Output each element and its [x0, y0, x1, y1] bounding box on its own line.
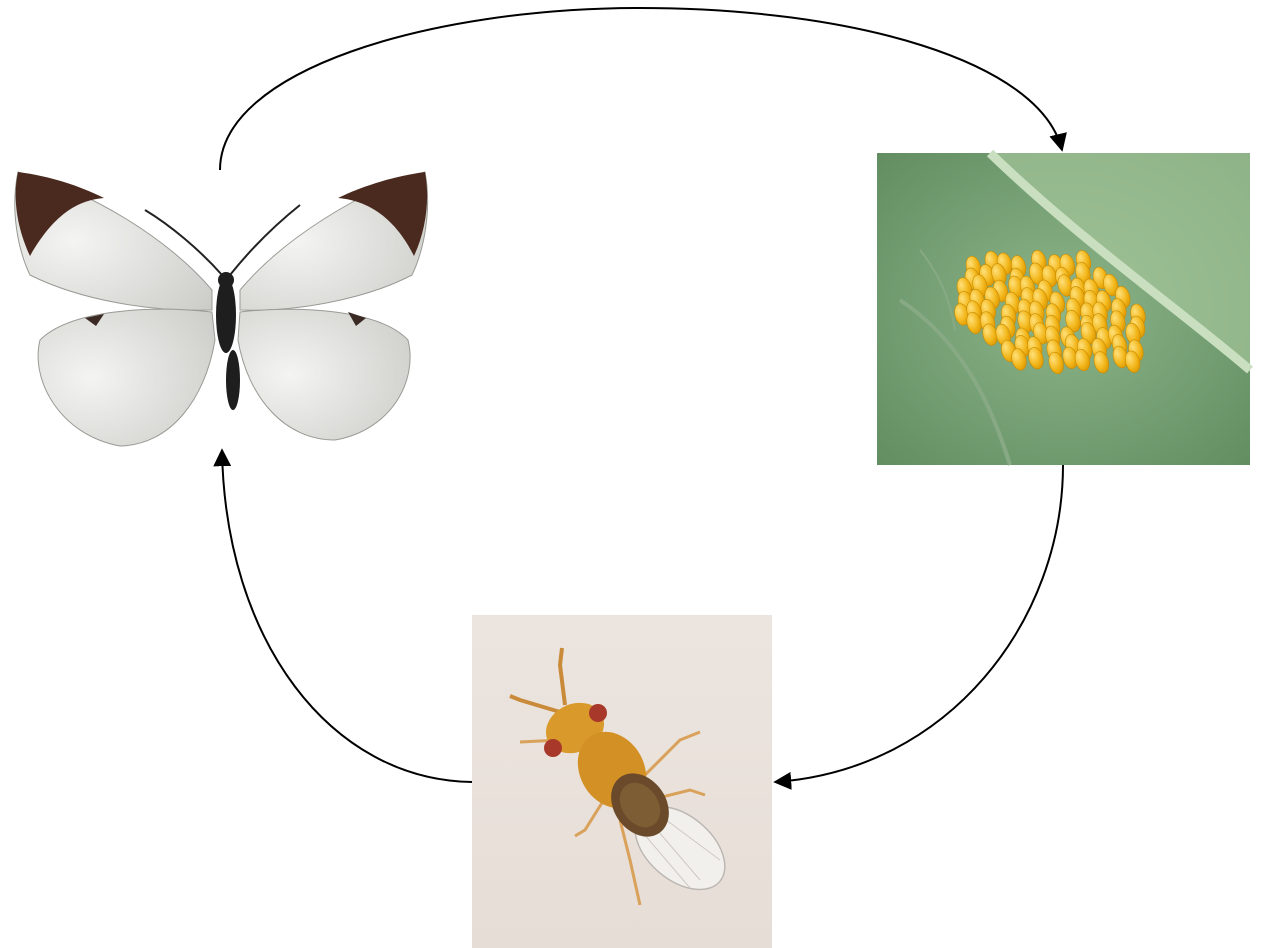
arrow-eggs-to-wasp	[775, 465, 1063, 782]
arrow-wasp-to-butterfly	[222, 450, 472, 782]
wasp-image	[472, 615, 772, 948]
arrow-butterfly-to-eggs	[220, 8, 1062, 170]
egg-cluster-image	[877, 153, 1250, 465]
butterfly-image	[15, 172, 428, 446]
